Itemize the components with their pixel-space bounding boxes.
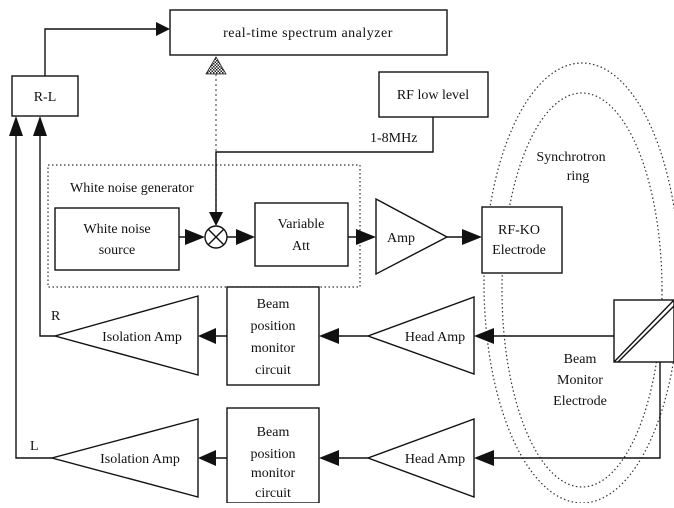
amp-label: Amp [387,231,415,246]
beam-monitor-label-2: Monitor [557,373,603,388]
arrow-into-mixer [209,212,223,226]
arrow-into-iso-bottom [198,450,216,466]
arrow-into-rl-r [33,116,47,136]
arrow-into-bpm-bottom [319,450,339,466]
arrow-source-to-mixer [185,229,205,245]
beam-monitor-label-3: Electrode [553,394,607,409]
amp-triangle [375,197,449,276]
rf-low-level-label: RF low level [397,88,469,103]
rl-box [11,75,79,117]
white-noise-source-label-2: source [99,243,136,258]
arrow-att-to-amp [356,229,376,245]
head-amp-bottom-label: Head Amp [405,452,465,467]
label-l: L [30,439,39,454]
label-r: R [51,309,61,324]
bpm-bottom-label-2: position [250,447,295,462]
rfko-electrode-label-2: Electrode [492,243,546,258]
isolation-amp-top-triangle [52,295,199,376]
arrow-mixer-to-att [236,229,255,245]
bpm-top-label-1: Beam [257,297,290,312]
bpm-top-label-3: monitor [251,341,296,356]
arrow-into-bpm-top [319,328,339,344]
bpm-top-box [226,286,320,386]
spectrum-analyzer-label: real-time spectrum analyzer [223,26,393,41]
beam-monitor-label-1: Beam [564,352,597,367]
synchrotron-ring-label-2: ring [567,169,590,184]
bpm-bottom-label-1: Beam [257,425,290,440]
white-noise-source-label-1: White noise [83,222,150,237]
beam-monitor-electrode [613,299,674,363]
variable-att-label-1: Variable [278,217,325,232]
white-noise-generator-frame [47,164,361,288]
mixer-icon [204,225,228,249]
arrow-into-analyzer [156,22,170,36]
arrow-into-rl-l [9,116,23,136]
bpm-bottom-label-3: monitor [251,466,296,481]
synchrotron-ring-label-1: Synchrotron [536,150,605,165]
wire-iso-top-to-rl [39,126,55,337]
arrow-into-head-amp-top [474,328,494,344]
arrow-into-iso-top [198,328,216,344]
head-amp-top-label: Head Amp [405,330,465,345]
rl-label: R-L [34,90,57,105]
wire-rl-to-analyzer [44,28,162,76]
variable-att-label-2: Att [292,239,310,254]
wire-monitor-to-head-amp-bottom [484,362,661,459]
bpm-bottom-box [226,407,320,504]
arrow-amp-to-rfko [462,229,482,245]
bpm-top-label-4: circuit [255,363,291,378]
wire-iso-bottom-to-rl [15,126,52,459]
spectrum-analyzer-box [169,9,448,56]
arrow-into-head-amp-bottom [474,450,494,466]
isolation-amp-bottom-label: Isolation Amp [100,452,180,467]
white-noise-generator-label: White noise generator [70,181,194,196]
frequency-label: 1-8MHz [370,131,417,146]
wire-rf-to-mixer [215,117,434,218]
synchrotron-ring [483,62,674,504]
isolation-amp-top-label: Isolation Amp [102,330,182,345]
variable-att-box [254,202,349,267]
white-noise-source-box [54,207,180,271]
rfko-electrode-box [481,206,563,274]
rfko-electrode-label-1: RF-KO [498,223,540,238]
head-amp-top-triangle [365,295,475,375]
bpm-top-label-2: position [250,319,295,334]
bpm-bottom-label-4: circuit [255,486,291,501]
hatched-arrow-icon [205,56,227,75]
